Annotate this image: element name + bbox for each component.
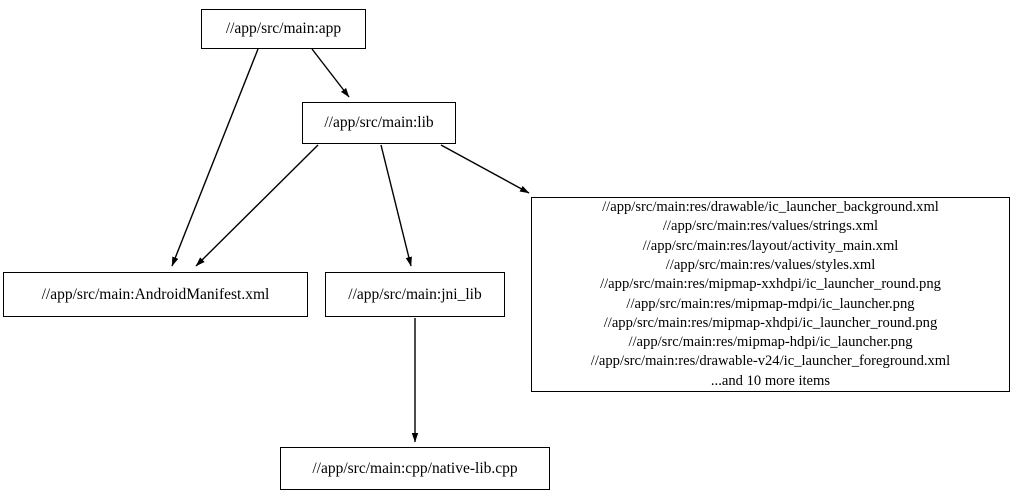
- resources-overflow-line: ...and 10 more items: [710, 372, 831, 389]
- node-jni-lib-label: //app/src/main:jni_lib: [348, 285, 482, 303]
- node-native-lib-cpp-label: //app/src/main:cpp/native-lib.cpp: [312, 459, 518, 477]
- node-android-manifest[interactable]: //app/src/main:AndroidManifest.xml: [3, 272, 308, 317]
- edge-app-to-manifest: [171, 48, 259, 267]
- resources-line: //app/src/main:res/mipmap-hdpi/ic_launch…: [628, 334, 913, 351]
- node-lib[interactable]: //app/src/main:lib: [302, 102, 456, 144]
- edge-lib-to-resources: [440, 144, 530, 194]
- resources-line: //app/src/main:res/mipmap-mdpi/ic_launch…: [626, 295, 915, 312]
- resources-line: //app/src/main:res/drawable/ic_launcher_…: [602, 199, 939, 216]
- edge-app-to-lib: [311, 48, 350, 98]
- resources-line: //app/src/main:res/values/strings.xml: [662, 218, 879, 235]
- edge-lib-to-jni-lib: [380, 144, 412, 267]
- node-android-manifest-label: //app/src/main:AndroidManifest.xml: [41, 285, 270, 303]
- node-app[interactable]: //app/src/main:app: [201, 9, 366, 49]
- node-native-lib-cpp[interactable]: //app/src/main:cpp/native-lib.cpp: [280, 447, 550, 490]
- node-app-label: //app/src/main:app: [225, 20, 342, 38]
- resources-line-list: //app/src/main:res/drawable/ic_launcher_…: [532, 198, 1009, 391]
- resources-line: //app/src/main:res/drawable-v24/ic_launc…: [590, 353, 951, 370]
- edge-lib-to-manifest: [195, 144, 319, 267]
- resources-line: //app/src/main:res/mipmap-xxhdpi/ic_laun…: [600, 276, 941, 293]
- resources-line: //app/src/main:res/values/styles.xml: [665, 256, 876, 273]
- node-lib-label: //app/src/main:lib: [324, 114, 434, 132]
- resources-line: //app/src/main:res/layout/activity_main.…: [642, 237, 899, 254]
- resources-line: //app/src/main:res/mipmap-xhdpi/ic_launc…: [603, 314, 938, 331]
- node-jni-lib[interactable]: //app/src/main:jni_lib: [325, 272, 505, 317]
- node-resources-group[interactable]: //app/src/main:res/drawable/ic_launcher_…: [531, 197, 1010, 392]
